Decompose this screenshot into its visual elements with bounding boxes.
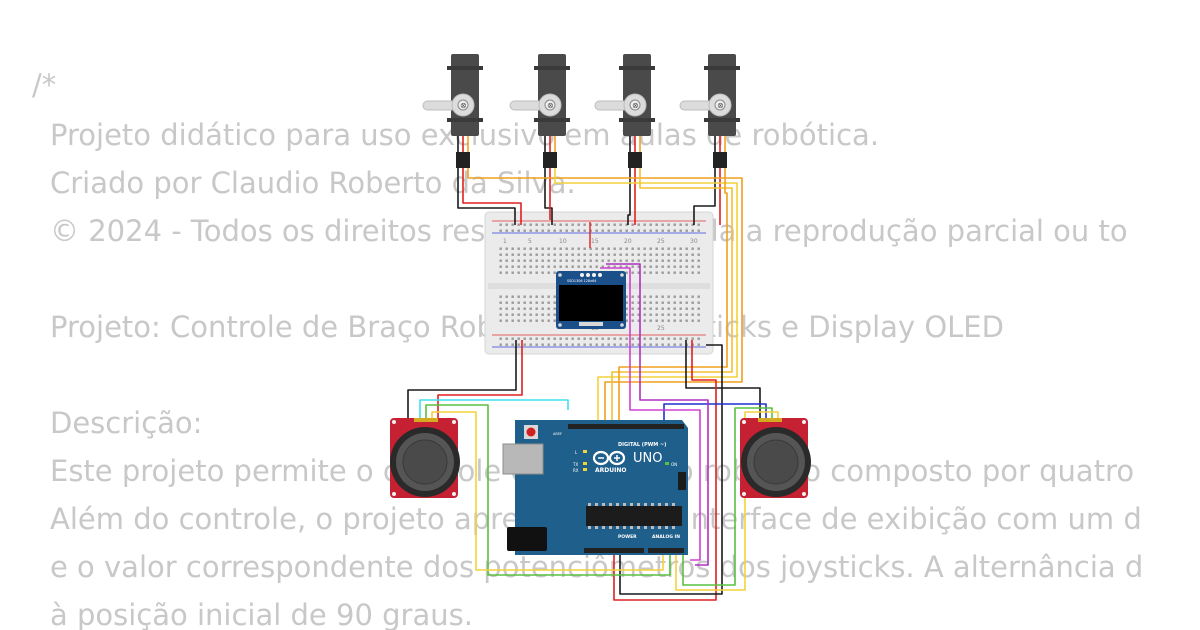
digital-header (568, 424, 684, 429)
wire-joyR-sw (675, 411, 779, 591)
wire-breadboard-vcc (437, 340, 523, 420)
breadboard-column-label: 5 (528, 238, 532, 245)
wire-servo1-vcc (462, 168, 522, 225)
breadboard-column-label: 10 (559, 238, 567, 245)
rx-label: RX (573, 468, 579, 473)
atmega-chip (586, 506, 682, 526)
digital-label: DIGITAL (PWM ~) (618, 442, 666, 448)
wire-oled-scl (600, 267, 701, 561)
joystick-left[interactable] (390, 418, 460, 498)
tx-label: TX (572, 462, 578, 467)
reset-button[interactable] (526, 427, 536, 437)
breadboard-column-label: 30 (690, 238, 698, 245)
aref-label: AREF (553, 432, 562, 436)
wire-joyL-sw (431, 411, 664, 571)
breadboard-column-label: 1 (503, 238, 507, 245)
wire-oled-sda (606, 263, 709, 566)
oled-screen (559, 285, 623, 321)
wire-servo1-gnd (457, 168, 516, 225)
breadboard-column-label: 25 (657, 238, 665, 245)
arduino-uno[interactable]: DIGITAL (PWM ~) AREF L TX RX UNO ARDUINO… (502, 420, 688, 555)
power-label: POWER (618, 534, 637, 540)
power-jack (507, 527, 547, 551)
wire-servo1-signal (467, 168, 743, 426)
wire-servo3-signal (611, 168, 733, 426)
brand-label: ARDUINO (595, 467, 626, 474)
wire-joyL-vry (425, 404, 671, 576)
on-label: ON (671, 462, 677, 467)
joystick-right[interactable] (740, 418, 811, 498)
wire-breadboard-gnd (407, 340, 517, 420)
wires (407, 168, 779, 601)
wire-servo2-gnd (544, 168, 553, 225)
analog-label: ANALOG IN (652, 534, 680, 540)
servo-horn-icon: ⊗ (717, 101, 724, 110)
arduino-logo-icon (592, 450, 626, 466)
servo-horn-icon: ⊗ (547, 101, 554, 110)
wire-joyL-vrx (419, 399, 569, 420)
wire-servo4-signal (618, 168, 728, 426)
usb-port (502, 443, 544, 475)
servo-1[interactable]: ⊗ (422, 54, 483, 168)
servo-cables (457, 136, 726, 152)
oled-header-label: SSD1306 128x64 (567, 279, 596, 283)
servo-2[interactable]: ⊗ (509, 54, 570, 168)
breadboard-column-label: 25 (657, 325, 665, 332)
breadboard-column-label: 20 (624, 238, 632, 245)
l-led-label: L (575, 450, 578, 455)
servo-4[interactable]: ⊗ (679, 54, 740, 168)
model-label: UNO (633, 451, 662, 466)
wire-servo2-signal (554, 168, 738, 426)
wire-servo4-gnd (693, 168, 716, 225)
wire-servo3-gnd (627, 168, 631, 225)
breadboard-column-label: 15 (591, 238, 599, 245)
wire-arduino-gnd (619, 344, 723, 595)
power-header (584, 548, 644, 553)
servo-horn-icon: ⊗ (632, 101, 639, 110)
oled-display[interactable]: SSD1306 128x64 (556, 271, 626, 329)
analog-header (648, 548, 684, 553)
servo-horn-icon: ⊗ (460, 101, 467, 110)
servo-3[interactable]: ⊗ (594, 54, 655, 168)
wire-joyR-vry (682, 407, 773, 586)
wire-breadboard-vcc-right (613, 340, 717, 601)
